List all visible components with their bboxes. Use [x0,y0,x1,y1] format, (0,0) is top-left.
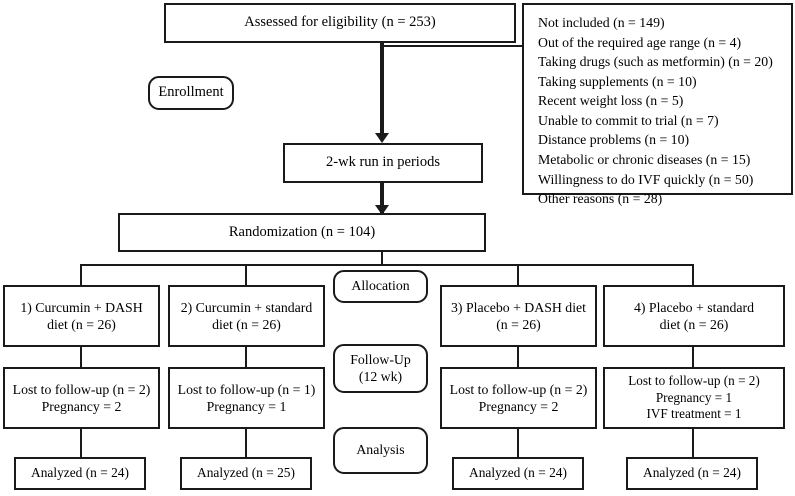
followup-text-arm-1: Lost to follow-up (n = 2) Pregnancy = 2 [12,381,151,414]
stage-label-enrollment: Enrollment [148,76,234,110]
connector-to-exclusions [382,45,524,47]
analyzed-box-arm-4: Analyzed (n = 24) [626,457,758,490]
connector-followup-to-analysis-arm-2 [245,429,247,457]
allocation-text-arm-3: 3) Placebo + DASH diet (n = 26) [451,299,586,332]
connector-eligibility-stem [380,43,384,140]
exclusion-reason: Distance problems (n = 10) [538,132,690,148]
analyzed-box-arm-3: Analyzed (n = 24) [452,457,584,490]
allocation-text-arm-1: 1) Curcumin + DASH diet (n = 26) [20,299,143,332]
connector-allocation-to-followup-arm-1 [80,347,82,367]
assessed-for-eligibility-text: Assessed for eligibility (n = 253) [244,14,436,31]
exclusion-reasons-box: Not included (n = 149) Out of the requir… [522,3,793,206]
followup-text-arm-4: Lost to follow-up (n = 2) Pregnancy = 1 … [628,373,760,422]
analyzed-box-arm-1: Analyzed (n = 24) [14,457,146,490]
connector-allocation-to-followup-arm-4 [692,347,694,367]
exclusion-reason: Recent weight loss (n = 5) [538,93,684,109]
exclusion-reason: Taking supplements (n = 10) [538,73,697,89]
connector-followup-to-analysis-arm-3 [517,429,519,457]
assessed-for-eligibility-box: Assessed for eligibility (n = 253) [164,3,516,43]
analyzed-text-arm-2: Analyzed (n = 25) [197,465,295,481]
randomization-text: Randomization (n = 104) [228,223,376,240]
exclusion-reason: Not included (n = 149) [538,15,665,30]
exclusion-reason: Unable to commit to trial (n = 7) [538,112,719,128]
followup-box-arm-3: Lost to follow-up (n = 2) Pregnancy = 2 [440,367,597,429]
exclusion-reason: Metabolic or chronic diseases (n = 15) [538,152,751,168]
run-in-period-box: 2-wk run in periods [283,143,483,183]
exclusion-reason: Willingness to do IVF quickly (n = 50) [538,171,754,187]
allocation-box-arm-4: 4) Placebo + standard diet (n = 26) [603,285,785,347]
connector-followup-to-analysis-arm-4 [692,429,694,457]
stage-label-analysis: Analysis [333,427,428,474]
allocation-box-arm-1: 1) Curcumin + DASH diet (n = 26) [3,285,160,347]
stage-label-analysis-text: Analysis [356,442,405,458]
allocation-box-arm-2: 2) Curcumin + standard diet (n = 26) [168,285,325,347]
allocation-box-arm-3: 3) Placebo + DASH diet (n = 26) [440,285,597,347]
followup-box-arm-2: Lost to follow-up (n = 1) Pregnancy = 1 [168,367,325,429]
connector-randomization-stem [381,252,383,265]
connector-drop-arm-1 [80,264,82,285]
followup-box-arm-4: Lost to follow-up (n = 2) Pregnancy = 1 … [603,367,785,429]
arrowhead-to-randomization [375,205,389,215]
followup-text-arm-3: Lost to follow-up (n = 2) Pregnancy = 2 [449,381,588,414]
connector-drop-arm-4 [692,264,694,285]
exclusion-reason: Out of the required age range (n = 4) [538,34,742,50]
allocation-text-arm-4: 4) Placebo + standard diet (n = 26) [633,299,755,332]
analyzed-text-arm-3: Analyzed (n = 24) [469,465,567,481]
stage-label-allocation: Allocation [333,270,428,303]
stage-label-followup-text: Follow-Up (12 wk) [350,351,411,384]
exclusion-reason: Other reasons (n = 28) [538,191,663,207]
followup-box-arm-1: Lost to follow-up (n = 2) Pregnancy = 2 [3,367,160,429]
arrowhead-to-run-in [375,133,389,143]
stage-label-enrollment-text: Enrollment [158,84,224,101]
connector-drop-arm-3 [517,264,519,285]
connector-followup-to-analysis-arm-1 [80,429,82,457]
stage-label-followup: Follow-Up (12 wk) [333,344,428,393]
exclusion-reason: Taking drugs (such as metformin) (n = 20… [538,54,773,70]
analyzed-box-arm-2: Analyzed (n = 25) [180,457,312,490]
run-in-period-text: 2-wk run in periods [326,154,440,171]
followup-text-arm-2: Lost to follow-up (n = 1) Pregnancy = 1 [177,381,316,414]
analyzed-text-arm-4: Analyzed (n = 24) [643,465,741,481]
connector-allocation-to-followup-arm-3 [517,347,519,367]
connector-run-in-stem [380,183,384,213]
randomization-box: Randomization (n = 104) [118,213,486,252]
connector-allocation-to-followup-arm-2 [245,347,247,367]
connector-allocation-bus [81,264,693,266]
allocation-text-arm-2: 2) Curcumin + standard diet (n = 26) [180,299,313,332]
analyzed-text-arm-1: Analyzed (n = 24) [31,465,129,481]
connector-drop-arm-2 [245,264,247,285]
stage-label-allocation-text: Allocation [351,278,410,294]
